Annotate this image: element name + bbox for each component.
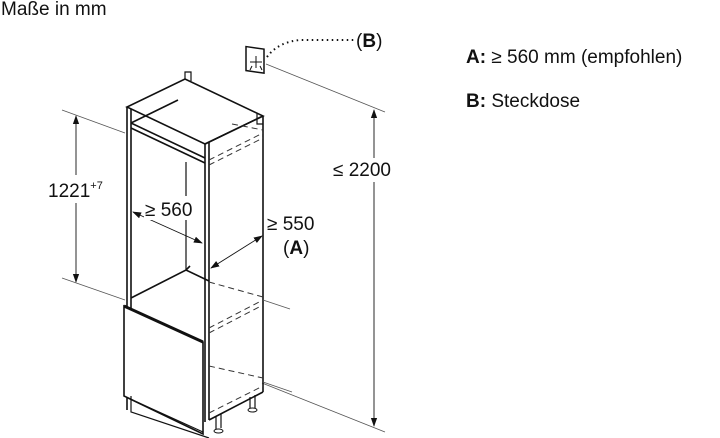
legend-text-a: ≥ 560 mm (empfohlen) bbox=[491, 47, 683, 68]
legend-item-b: B: Steckdose bbox=[466, 91, 580, 113]
extension-line-top bbox=[265, 63, 386, 113]
niche-width-label: ≥ 560 bbox=[145, 200, 192, 221]
hidden-edges bbox=[208, 123, 264, 414]
legend-item-a: A: ≥ 560 mm (empfohlen) bbox=[466, 47, 682, 69]
niche-depth-dimension-line bbox=[210, 235, 263, 269]
niche-depth-label: ≥ 550 bbox=[267, 214, 314, 235]
extension-line-niche-top bbox=[61, 109, 126, 134]
diagram-title: Maße in mm bbox=[1, 0, 107, 20]
socket-label: (B) bbox=[356, 31, 382, 52]
niche-height-label: 1221+7 bbox=[48, 180, 103, 202]
extension-line-bottom bbox=[261, 382, 386, 433]
legend-text-b: Steckdose bbox=[491, 91, 581, 112]
tall-cabinet bbox=[123, 71, 265, 438]
legend-key-a: A: bbox=[466, 47, 487, 68]
power-socket-icon bbox=[245, 45, 265, 74]
niche-depth-ref: (A) bbox=[283, 238, 309, 259]
extension-line-niche-bottom bbox=[61, 277, 126, 301]
legend-key-b: B: bbox=[466, 91, 487, 112]
total-height-label: ≤ 2200 bbox=[333, 160, 391, 181]
socket-leader-line bbox=[266, 39, 355, 58]
